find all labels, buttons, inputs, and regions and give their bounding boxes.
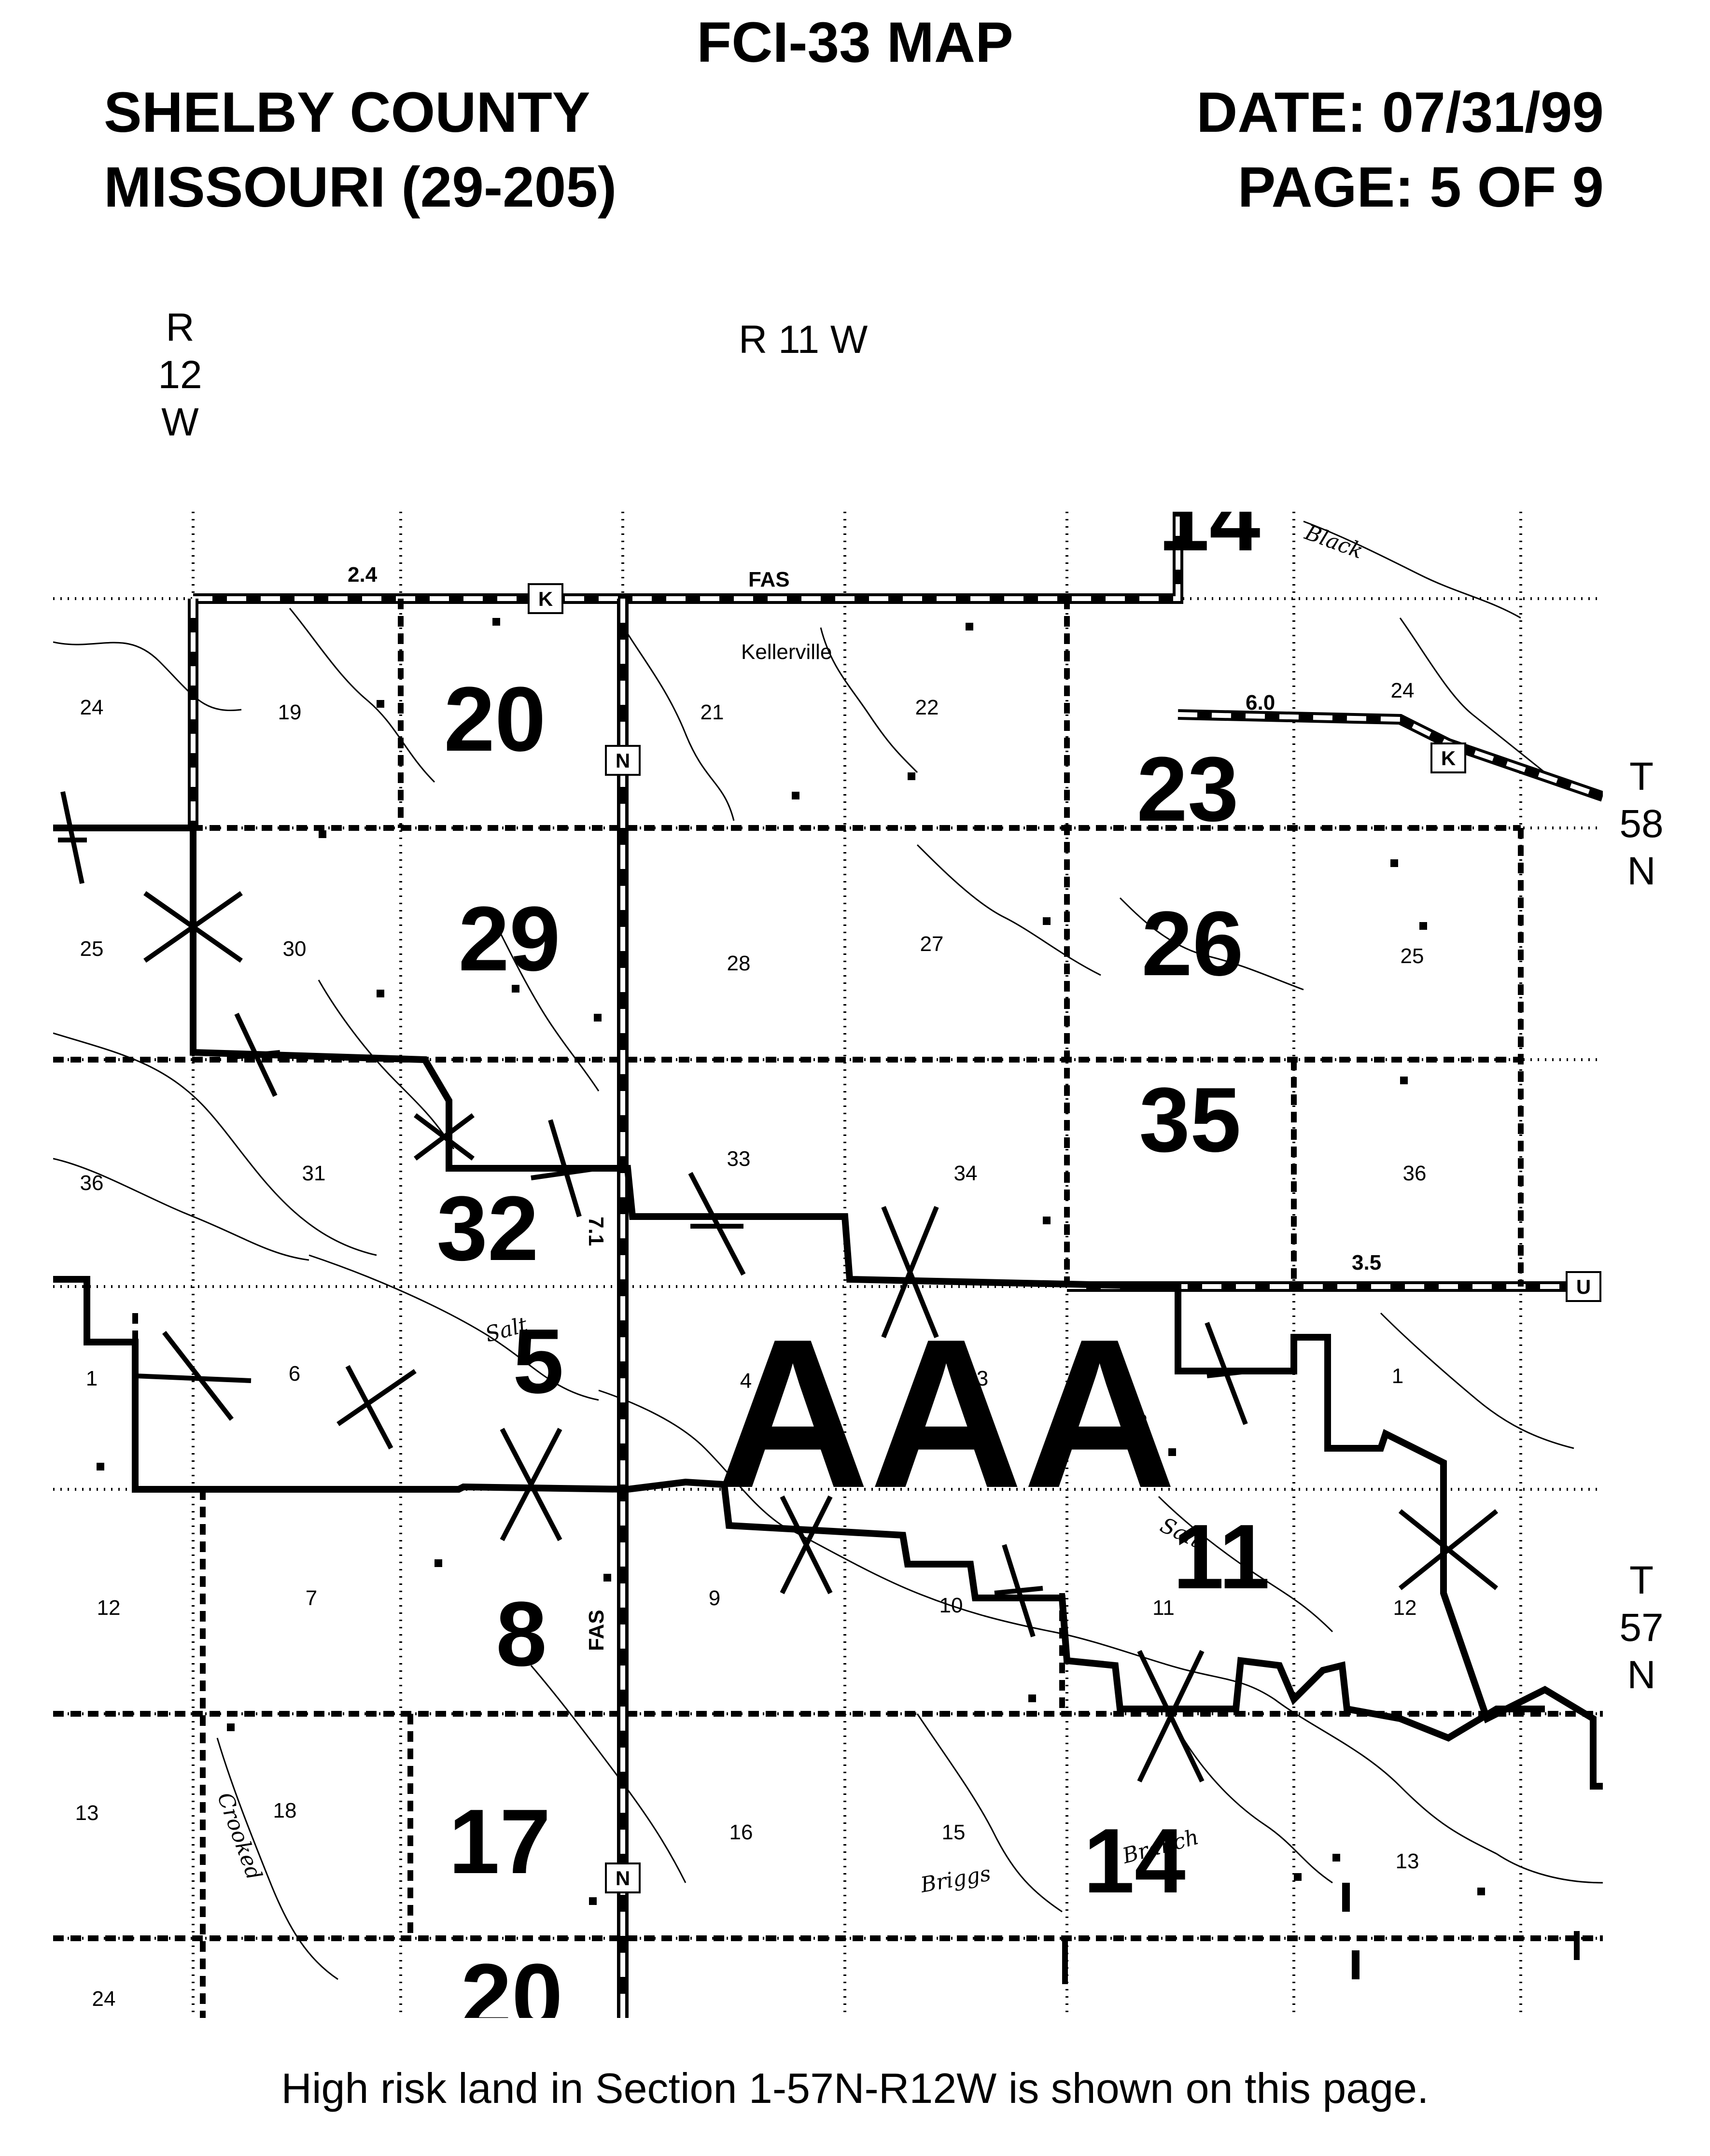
svg-text:U: U xyxy=(1576,1275,1591,1298)
large-section-number: 20 xyxy=(444,668,546,770)
section-number: 3 xyxy=(977,1367,988,1390)
township-58n-line: N xyxy=(1627,849,1656,893)
stream-label: Briggs xyxy=(918,1861,993,1898)
road-distance-label: 3.5 xyxy=(1352,1251,1381,1274)
farmstead-markers xyxy=(97,618,1580,1984)
range-r11w-label: R 11 W xyxy=(739,318,868,362)
township-57n-line: 57 xyxy=(1619,1606,1664,1650)
range-r12w-line: W xyxy=(161,400,199,444)
route-k-shield: K xyxy=(528,583,563,614)
section-number: 13 xyxy=(1396,1849,1419,1873)
roads xyxy=(53,512,1603,2018)
county-name: SHELBY COUNTY xyxy=(104,81,590,144)
risk-x-markers xyxy=(58,791,1499,1783)
road-fas-label: FAS xyxy=(585,1610,608,1651)
section-number: 2 xyxy=(1136,1410,1148,1434)
map-date: DATE: 07/31/99 xyxy=(1196,81,1604,144)
section-number: 28 xyxy=(727,952,751,975)
township-58n-label: T 58 N xyxy=(1615,753,1668,895)
section-number: 36 xyxy=(80,1171,104,1195)
section-number: 36 xyxy=(1403,1162,1427,1185)
large-section-number: 26 xyxy=(1141,893,1243,995)
section-number: 31 xyxy=(302,1162,326,1185)
section-number: 11 xyxy=(1152,1596,1175,1620)
large-section-number: 32 xyxy=(436,1177,538,1280)
section-numbers: 24 19 21 22 24 25 30 28 27 25 36 31 33 3… xyxy=(75,679,1427,2011)
road-distance-label: 7.1 xyxy=(584,1217,608,1246)
range-r12w-label: R 12 W xyxy=(154,304,207,446)
stream-label: Black xyxy=(1301,520,1366,564)
section-number: 6 xyxy=(289,1362,300,1386)
section-number: 25 xyxy=(80,937,104,961)
large-section-number: 29 xyxy=(458,888,560,990)
svg-text:N: N xyxy=(616,749,630,772)
section-number: 25 xyxy=(1401,944,1424,968)
large-section-number: 23 xyxy=(1136,738,1238,840)
svg-text:K: K xyxy=(1441,747,1456,770)
streams xyxy=(53,520,1603,1980)
route-shields: K N K U N xyxy=(528,583,1601,1893)
route-n-shield: N xyxy=(605,745,641,776)
stream-label: Crooked xyxy=(212,1789,266,1883)
town-name: Kellerville xyxy=(741,640,832,664)
risk-zone-label: AAA xyxy=(716,1295,1176,1532)
range-r12w-line: 12 xyxy=(158,353,202,397)
section-number: 9 xyxy=(709,1586,720,1610)
section-number: 12 xyxy=(1393,1596,1417,1620)
large-section-numbers: 14 20 23 29 26 35 32 5 11 8 17 14 20 xyxy=(436,468,1270,2047)
stream-labels: Black Salt Crooked Briggs Branch Salt xyxy=(212,520,1366,1898)
road-fas-label: FAS xyxy=(748,568,790,591)
section-number: 22 xyxy=(915,696,939,719)
section-number: 7 xyxy=(306,1586,317,1610)
route-k-shield: K xyxy=(1430,742,1466,773)
large-section-number: 17 xyxy=(449,1791,550,1893)
section-number: 21 xyxy=(701,700,724,724)
section-number: 1 xyxy=(1392,1364,1403,1388)
section-number: 24 xyxy=(1391,679,1415,702)
page-number: PAGE: 5 OF 9 xyxy=(1237,155,1604,219)
township-57n-label: T 57 N xyxy=(1615,1557,1668,1699)
large-section-number: 14 xyxy=(1158,468,1260,570)
section-number: 18 xyxy=(273,1799,297,1822)
road-labels: 2.4 FAS 6.0 3.5 7.1 FAS xyxy=(348,563,1381,1651)
section-number: 13 xyxy=(75,1801,99,1825)
large-section-number: 20 xyxy=(461,1945,562,2047)
road-distance-label: 6.0 xyxy=(1246,691,1275,714)
section-number: 15 xyxy=(942,1820,966,1844)
section-number: 33 xyxy=(727,1147,751,1171)
section-number: 27 xyxy=(920,932,944,956)
road-distance-label: 2.4 xyxy=(348,563,378,587)
township-57n-line: N xyxy=(1627,1653,1656,1697)
section-number: 1 xyxy=(86,1367,98,1390)
township-58n-line: T xyxy=(1629,755,1654,798)
large-section-number: 11 xyxy=(1173,1506,1270,1608)
map-title: FCI-33 MAP xyxy=(697,11,1013,74)
range-r12w-line: R xyxy=(166,306,195,350)
township-57n-line: T xyxy=(1629,1558,1654,1602)
section-number: 4 xyxy=(740,1369,752,1393)
large-section-number: 5 xyxy=(513,1310,564,1413)
section-number: 34 xyxy=(954,1162,978,1185)
township-58n-line: 58 xyxy=(1619,802,1664,846)
route-u-shield: U xyxy=(1566,1271,1601,1302)
section-number: 24 xyxy=(80,696,104,719)
svg-text:K: K xyxy=(538,588,553,610)
section-number: 16 xyxy=(729,1820,753,1844)
large-section-number: 8 xyxy=(496,1583,547,1685)
section-number: 19 xyxy=(278,700,302,724)
large-section-number: 14 xyxy=(1083,1810,1185,1912)
section-number: 12 xyxy=(97,1596,121,1620)
route-n-shield: N xyxy=(605,1862,641,1893)
footer-note: High risk land in Section 1-57N-R12W is … xyxy=(281,2064,1429,2112)
state-name: MISSOURI (29-205) xyxy=(104,155,617,219)
large-section-number: 35 xyxy=(1139,1069,1241,1171)
svg-text:N: N xyxy=(616,1867,630,1890)
section-number: 24 xyxy=(92,1987,116,2011)
section-number: 30 xyxy=(283,937,307,961)
section-number: 10 xyxy=(939,1594,963,1617)
